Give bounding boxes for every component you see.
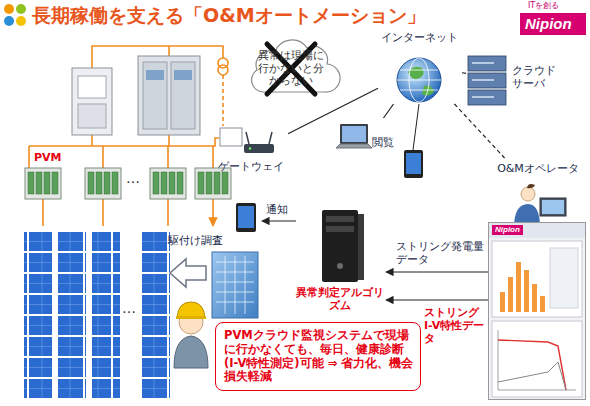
- dispatch-arrow: [170, 259, 206, 287]
- tablet-icon: [236, 203, 256, 232]
- notify-arrow: [262, 220, 296, 221]
- connector: [462, 72, 466, 74]
- node-text: クラウドサーバ: [512, 64, 562, 90]
- node-text: インターネット: [378, 31, 460, 44]
- diagram-title: 長期稼働を支える「O&Mオートメーション」: [32, 3, 426, 29]
- gateway-device: ゲートウェイ: [216, 126, 288, 178]
- monitor-screenshot-icon: [488, 222, 586, 400]
- network-line: [413, 104, 419, 150]
- building-icon: [212, 252, 258, 318]
- edge-label: ストリング発電量データ: [396, 240, 484, 266]
- dispatch-label: 駆付け調査: [168, 234, 223, 247]
- node-text: ゲートウェイ: [216, 160, 286, 173]
- connector: [383, 104, 393, 118]
- solar-string: [24, 230, 170, 398]
- node-text: 異常は現場に行かないと分からない: [257, 49, 325, 87]
- pvm-label: PVM: [34, 151, 62, 164]
- decor-dot: [4, 16, 14, 26]
- logo-tagline: ITを創る: [528, 1, 559, 11]
- connector: [386, 299, 488, 300]
- decor-dot: [4, 4, 14, 14]
- algorithm-server: 異常判定アルゴリズム: [296, 206, 386, 318]
- operator-icon: O&Mオペレータ: [494, 158, 584, 232]
- power-cabinet: [72, 56, 200, 135]
- monitor-screenshot: Nipion: [488, 222, 586, 400]
- notify-label: 通知: [266, 203, 288, 216]
- connector: [386, 271, 488, 272]
- ellipsis: …: [122, 300, 136, 317]
- node-text: Nipion: [492, 225, 523, 235]
- internet-globe: インターネット: [378, 30, 462, 104]
- edge-label: ストリングI-V特性データ: [424, 306, 486, 346]
- decor-dot: [16, 16, 26, 26]
- cloud-server: クラウドサーバ: [466, 50, 578, 112]
- cloud-bubble: 異常は現場に行かないと分からない: [245, 36, 337, 98]
- node-text: 異常判定アルゴリズム: [296, 286, 384, 312]
- connector: [454, 104, 504, 158]
- node-text: 閲覧: [372, 136, 398, 149]
- pvm-unit: [25, 168, 231, 199]
- node-text: PVMクラウド監視システムで現場に行かなくても、毎日、健康診断(I-V特性測定)…: [224, 329, 414, 384]
- logo-text: Nipion: [525, 15, 572, 33]
- decor-dot: [16, 4, 26, 14]
- laptop-viewer: 閲覧: [334, 118, 400, 164]
- ellipsis: …: [126, 170, 140, 187]
- logo-plate: [520, 13, 586, 35]
- tablet-icon: [404, 150, 423, 178]
- worker-icon: [174, 302, 208, 368]
- callout-box: PVMクラウド監視システムで現場に行かなくても、毎日、健康診断(I-V特性測定)…: [215, 322, 421, 391]
- node-text: O&Mオペレータ: [494, 162, 582, 175]
